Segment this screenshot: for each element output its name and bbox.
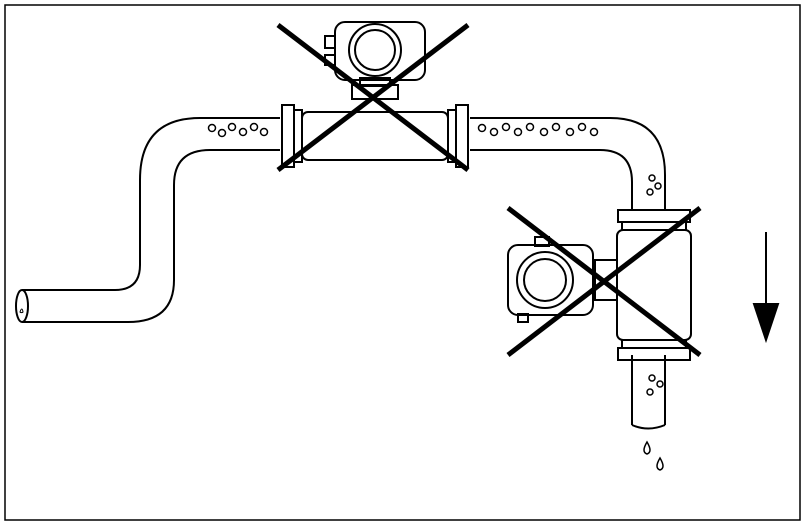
frame	[4, 4, 801, 521]
flowmeter-horizontal	[281, 21, 469, 168]
cross-mark-top	[276, 23, 470, 172]
cross-mark-vertical	[506, 206, 702, 357]
pipe	[15, 117, 666, 430]
liquid-drops-icon	[643, 440, 664, 471]
flow-direction-arrow-icon	[752, 232, 780, 344]
air-bubbles-icon	[207, 122, 664, 396]
